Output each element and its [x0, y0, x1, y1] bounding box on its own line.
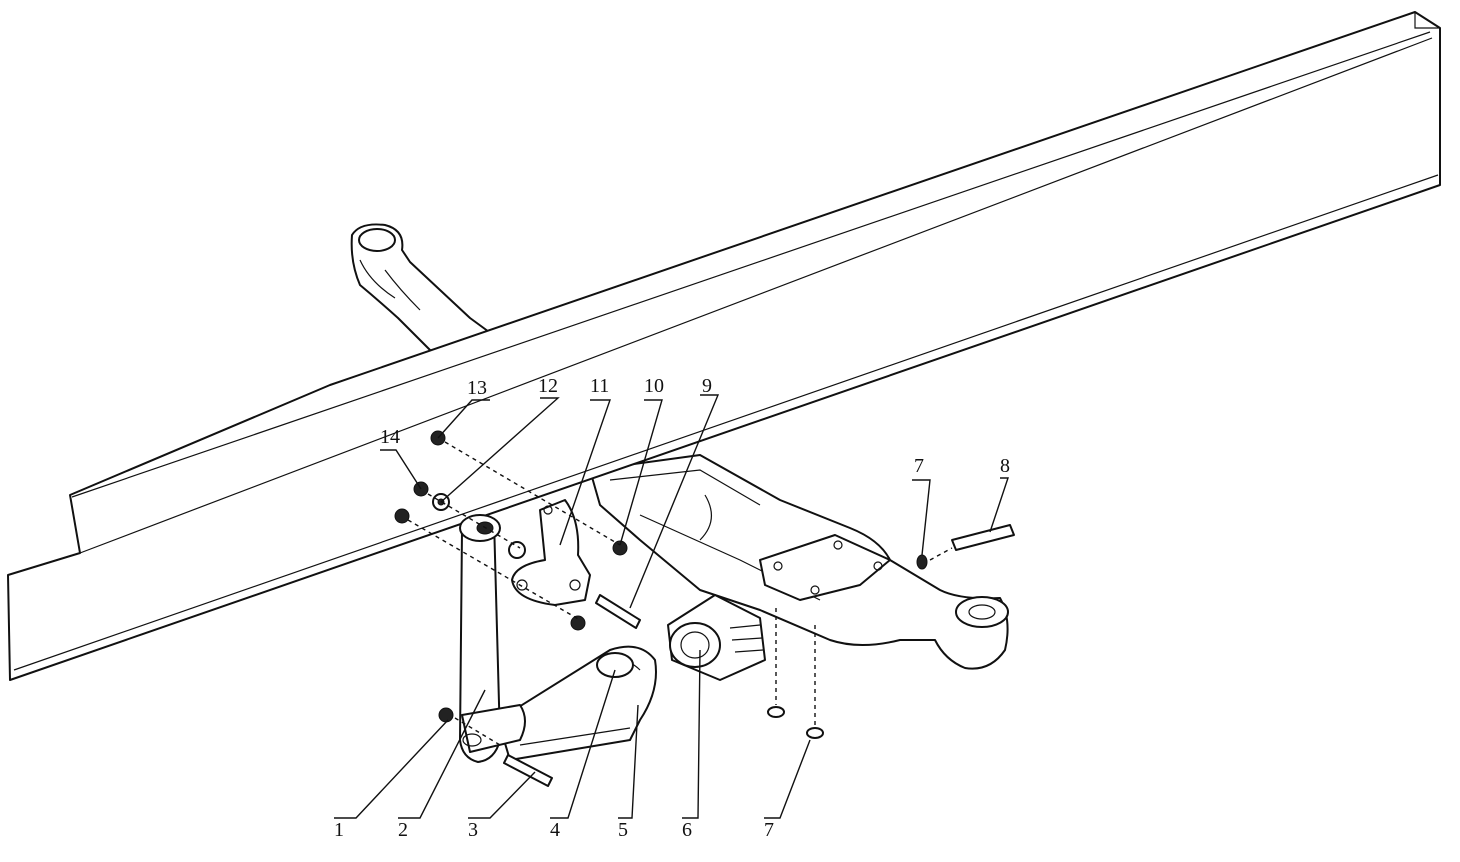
- callout-1: 1: [334, 819, 344, 841]
- callout-11: 11: [590, 375, 609, 397]
- callout-9: 9: [702, 375, 712, 397]
- callout-7-upper: 7: [914, 455, 924, 477]
- callout-13: 13: [467, 377, 487, 399]
- callout-10: 10: [644, 375, 664, 397]
- bar-clamp: [667, 594, 766, 681]
- callout-8: 8: [1000, 455, 1010, 477]
- stabilizer-bar: [497, 645, 657, 761]
- callout-2: 2: [398, 819, 408, 841]
- callout-6: 6: [682, 819, 692, 841]
- stabilizer-link: [459, 514, 526, 763]
- callout-14: 14: [380, 426, 400, 448]
- callout-3: 3: [468, 819, 478, 841]
- axle-beam: [350, 223, 1009, 670]
- callout-7-lower: 7: [764, 819, 774, 841]
- leader-lines: [334, 394, 1009, 819]
- callout-4: 4: [550, 819, 560, 841]
- callout-12: 12: [538, 375, 558, 397]
- bracket: [511, 499, 591, 606]
- callout-5: 5: [618, 819, 628, 841]
